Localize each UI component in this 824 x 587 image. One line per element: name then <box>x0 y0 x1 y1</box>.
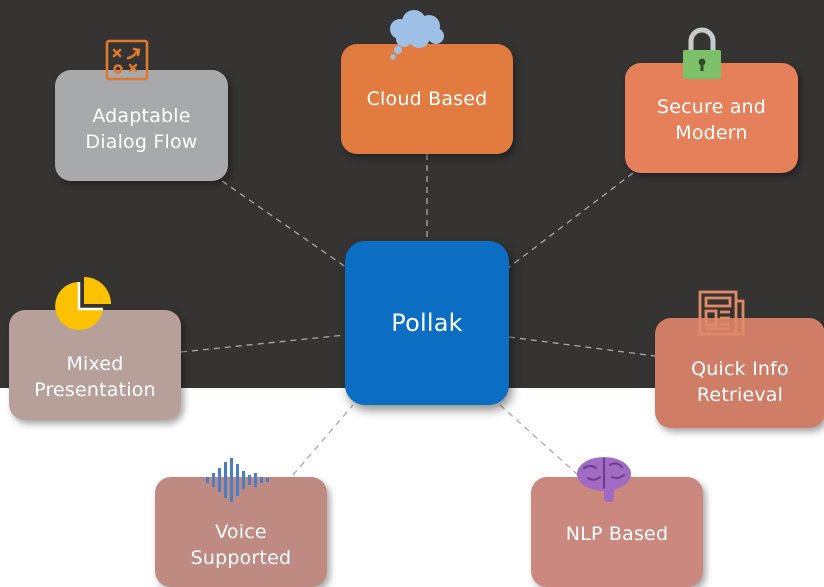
newspaper-icon <box>698 290 745 336</box>
sound-wave-icon <box>206 458 269 502</box>
brain-icon <box>577 457 631 502</box>
connector-nlp <box>499 404 579 476</box>
node-cloud-label: Cloud Based <box>366 88 488 110</box>
connector-mixed <box>180 334 346 353</box>
strategy-board-icon <box>105 39 149 81</box>
connector-adaptable <box>221 180 351 271</box>
node-nlp-based: NLP Based <box>531 477 703 587</box>
center-node-pollak: Pollak <box>345 241 509 405</box>
center-node-label: Pollak <box>391 309 463 337</box>
pie-chart-icon <box>55 277 111 330</box>
padlock-icon <box>683 27 721 79</box>
node-cloud-based: Cloud Based <box>341 44 513 154</box>
connector-quickinfo <box>508 336 656 357</box>
node-nlp-label: NLP Based <box>565 523 669 545</box>
connector-voice <box>292 404 354 476</box>
connector-secure <box>507 172 634 269</box>
cloud-icon <box>390 10 444 60</box>
